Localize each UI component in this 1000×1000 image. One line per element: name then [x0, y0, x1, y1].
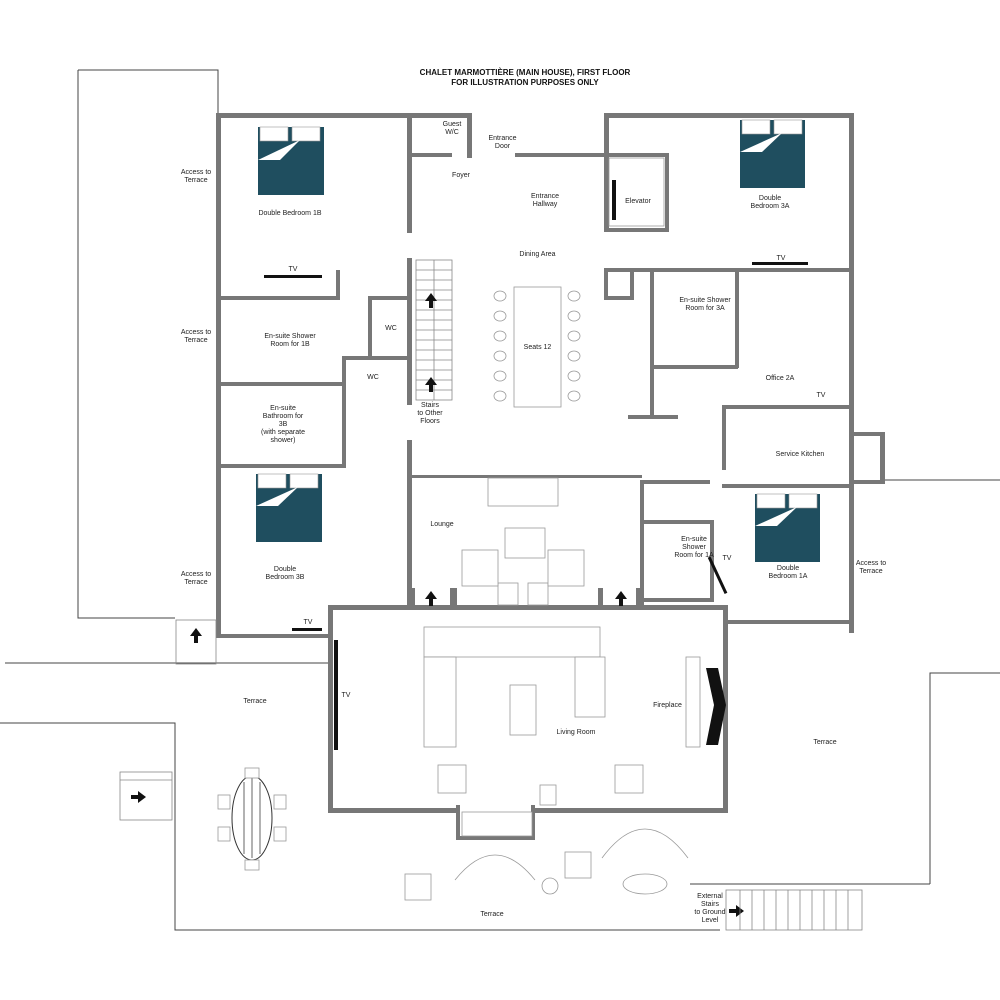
label-lounge: Lounge [430, 521, 454, 528]
label-tv-living: TV [341, 692, 351, 699]
label-tv-office: TV [816, 392, 826, 399]
fireplace [706, 668, 726, 745]
label-wc-upper: WC [385, 325, 397, 332]
beds [256, 119, 820, 562]
label-office-2a: Office 2A [765, 375, 795, 382]
label-seats-12: Seats 12 [523, 344, 552, 351]
label-entrance-hallway: Entrance Hallway [530, 193, 560, 208]
label-tv-3b: TV [303, 619, 313, 626]
living-furniture [404, 477, 701, 901]
outdoor-table [217, 767, 287, 871]
stair-arrows [131, 293, 744, 917]
label-service-kitchen: Service Kitchen [775, 451, 825, 458]
plan-title-line2: FOR ILLUSTRATION PURPOSES ONLY [451, 78, 599, 87]
label-entrance-door: Entrance Door [488, 135, 517, 150]
label-terrace-right: Terrace [813, 739, 837, 746]
lounge-walls [410, 588, 641, 610]
site-lines [0, 69, 1000, 931]
label-double-bedroom-1a: Double Bedroom 1A [768, 565, 808, 580]
label-ensuite-shower-3a: En-suite Shower Room for 3A [679, 297, 731, 312]
label-elevator: Elevator [625, 198, 651, 205]
label-double-bedroom-3b: Double Bedroom 3B [265, 566, 305, 581]
label-tv-1b: TV [288, 266, 298, 273]
label-fireplace: Fireplace [653, 702, 682, 709]
label-double-bedroom-3a: Double Bedroom 3A [750, 195, 790, 210]
terrace-stairs [119, 619, 863, 931]
internal-stairs [415, 259, 453, 401]
label-access-terrace-right: Access to Terrace [855, 560, 887, 575]
label-tv-3a: TV [776, 255, 786, 262]
label-external-stairs: External Stairs to Ground Level [694, 893, 726, 924]
label-dining-area: Dining Area [519, 251, 556, 258]
label-terrace-bottom: Terrace [480, 911, 504, 918]
label-guest-wc: Guest W/C [442, 121, 462, 136]
label-living-room: Living Room [556, 729, 596, 736]
label-foyer: Foyer [452, 172, 470, 179]
label-ensuite-bath-3b: En-suite Bathroom for 3B (with separate … [261, 405, 305, 444]
plan-title: CHALET MARMOTTIÈRE (MAIN HOUSE), FIRST F… [300, 68, 750, 88]
label-access-terrace-top: Access to Terrace [180, 169, 212, 184]
label-terrace-left: Terrace [243, 698, 267, 705]
label-tv-1a: TV [722, 555, 732, 562]
label-double-bedroom-1b: Double Bedroom 1B [258, 210, 322, 217]
walls [216, 113, 885, 840]
dining-table [493, 286, 581, 408]
label-ensuite-shower-1a: En-suite Shower Room for 1A [674, 536, 714, 559]
plan-title-line1: CHALET MARMOTTIÈRE (MAIN HOUSE), FIRST F… [419, 68, 631, 77]
label-access-terrace-low: Access to Terrace [180, 571, 212, 586]
tvs [264, 262, 808, 750]
label-ensuite-shower-1b: En-suite Shower Room for 1B [264, 333, 316, 348]
label-access-terrace-mid: Access to Terrace [180, 329, 212, 344]
label-stairs-other-floors: Stairs to Other Floors [417, 402, 443, 425]
elevator-shaft [608, 157, 665, 227]
label-wc-lower: WC [367, 374, 379, 381]
